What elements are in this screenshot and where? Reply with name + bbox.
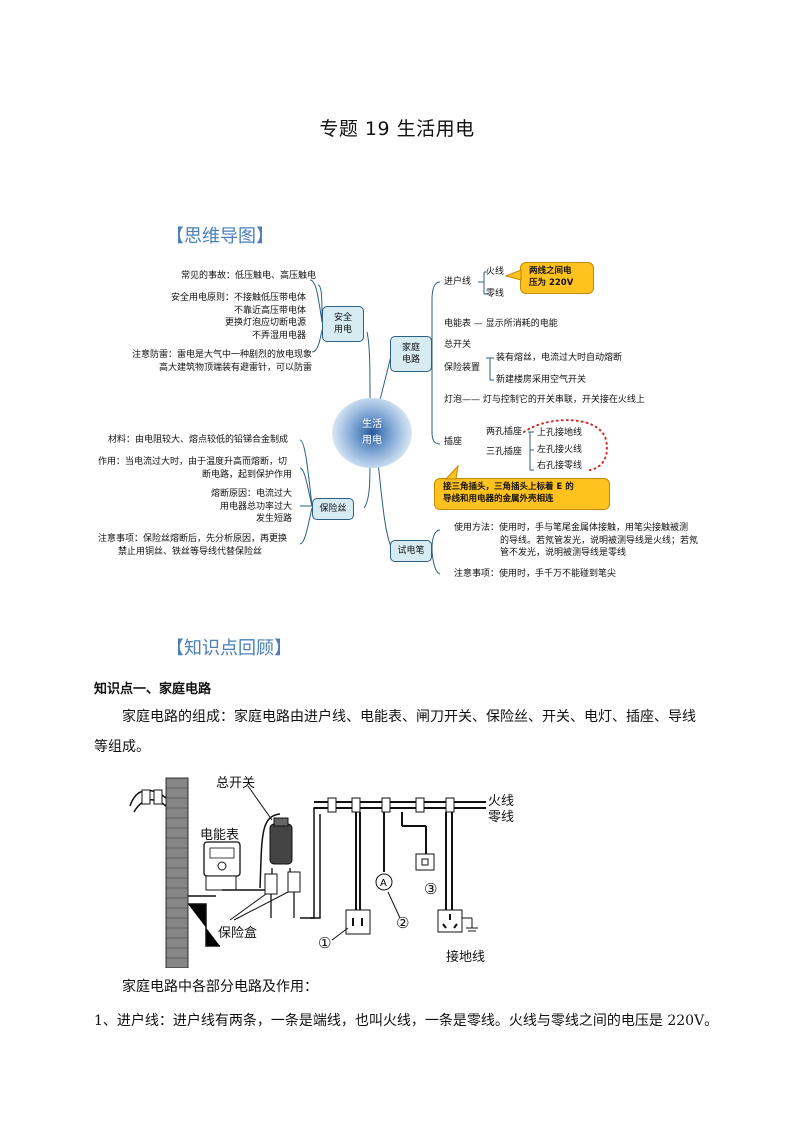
home-meter: 电能表 — 显示所消耗的电能	[444, 319, 558, 329]
plug-bubble-1: 接三角插头，三角插头上标着 E 的	[443, 482, 574, 492]
home-inlet: 进户线	[444, 277, 472, 287]
voltage-bubble-1: 两线之间电	[529, 266, 572, 276]
voltage-bubble: 两线之间电 压为 220V	[520, 262, 594, 294]
fuse-notice-2: 禁止用铜丝、铁丝等导线代替保险丝	[118, 546, 263, 557]
voltage-bubble-pointer	[504, 269, 522, 281]
review-heading: 【知识点回顾】	[166, 638, 292, 659]
diagram-main-switch-label: 总开关	[216, 776, 256, 791]
safety-lightning-1: 注意防雷：雷电是大气中一种剧烈的放电现象	[131, 350, 312, 360]
diagram-ground-label: 接地线	[446, 950, 486, 965]
safety-principle-4: 不弄湿用电器	[251, 330, 306, 341]
kp1-after: 家庭电路中各部分电路及作用：	[122, 979, 318, 995]
fuse-function: 作用：当电流过大时，由于温度升高而熔断，切 断电路，起到保护作用	[98, 456, 292, 481]
fuse-notice-1: 注意事项：保险丝熔断后，先分析原因，再更换	[98, 534, 288, 544]
home-node-line-1: 家庭	[401, 343, 420, 353]
fuse-material: 材料：由电阻较大、熔点较低的铅锑合金制成	[108, 435, 289, 445]
fuse-cause-2: 用电器总功率过大	[219, 501, 292, 512]
kp1-paragraph-line-1: 家庭电路的组成：家庭电路由进户线、电能表、闸刀开关、保险丝、开关、电灯、插座、导…	[122, 709, 696, 725]
diagram-neutral-label: 零线	[488, 810, 515, 825]
diagram-meter-label: 电能表	[200, 828, 240, 843]
home-circuit-node: 家庭 电路	[390, 336, 432, 372]
diagram-num-2: ②	[396, 914, 410, 932]
center-line-1: 生活	[362, 419, 382, 430]
fuse-notice: 注意事项：保险丝熔断后，先分析原因，再更换 禁止用铜丝、铁丝等导线代替保险丝	[98, 533, 287, 558]
diagram-live-label: 火线	[488, 794, 515, 809]
fuse-function-2: 断电路，起到保护作用	[202, 469, 293, 480]
home-upper-hole: 上孔接地线	[537, 428, 583, 438]
home-switch: 总开关	[444, 340, 472, 350]
home-two-hole: 两孔插座	[486, 427, 523, 437]
tester-usage: 使用方法：使用时，手与笔尾金属体接触，用笔尖接触被测 的导线。若氖管发光，说明被…	[454, 522, 698, 560]
tester-usage-2: 的导线。若氖管发光，说明被测导线是火线；若氖	[500, 535, 699, 546]
home-bulb: 灯泡—— 灯与控制它的开关串联，开关接在火线上	[444, 395, 645, 405]
home-neutral: 零线	[486, 289, 505, 299]
tester-usage-1: 使用方法：使用时，手与笔尾金属体接触，用笔尖接触被测	[454, 523, 689, 533]
fuse-cause: 熔断原因：电流过大 用电器总功率过大 发生短路	[211, 488, 292, 526]
fuse-cause-3: 发生短路	[255, 514, 292, 524]
mindmap-heading: 【思维导图】	[166, 226, 274, 247]
safety-principle-1: 安全用电原则：不接触低压带电体	[170, 293, 306, 303]
diagram-num-3: ③	[424, 880, 438, 898]
safety-lightning: 注意防雷：雷电是大气中一种剧烈的放电现象 高大建筑物顶端装有避雷针，可以防雷	[132, 349, 312, 374]
diagram-fuse-box-label: 保险盒	[218, 926, 258, 941]
home-left-hole: 左孔接火线	[537, 445, 583, 455]
kp1-paragraph: 家庭电路的组成：家庭电路由进户线、电能表、闸刀开关、保险丝、开关、电灯、插座、导…	[94, 702, 714, 762]
home-protect: 保险装置	[444, 363, 481, 373]
safety-principle-2: 不靠近高压带电体	[233, 305, 306, 316]
fuse-node: 保险丝	[312, 498, 354, 520]
plug-bubble-pointer	[444, 464, 459, 480]
center-line-2: 用电	[362, 435, 382, 446]
safety-lightning-2: 高大建筑物顶端装有避雷针，可以防雷	[158, 362, 312, 373]
home-node-line-2: 电路	[401, 355, 420, 365]
fuse-cause-1: 熔断原因：电流过大	[210, 489, 292, 499]
household-circuit-diagram: A	[129, 777, 486, 968]
plug-bubble: 接三角插头，三角插头上标着 E 的 导线和用电器的金属外壳相连	[434, 478, 610, 510]
home-three-hole: 三孔插座	[486, 447, 523, 457]
safety-node-line-1: 安全	[333, 313, 352, 323]
plug-bubble-2: 导线和用电器的金属外壳相连	[443, 494, 554, 504]
kp1-heading: 知识点一、家庭电路	[94, 682, 212, 697]
kp1-paragraph-line-2: 等组成。	[94, 739, 150, 755]
center-node: 生活 用电	[332, 398, 412, 468]
voltage-bubble-2: 压为 220V	[529, 278, 574, 288]
safety-node-line-2: 用电	[333, 325, 352, 335]
tester-notice: 注意事项：使用时，手千万不能碰到笔尖	[454, 569, 617, 579]
home-protect-b: 新建楼房采用空气开关	[496, 375, 587, 385]
home-live: 火线	[486, 267, 505, 277]
page-title: 专题 19 生活用电	[319, 118, 475, 140]
diagram-num-1: ①	[318, 934, 332, 952]
lamp-symbol: A	[380, 878, 387, 889]
fuse-function-1: 作用：当电流过大时，由于温度升高而熔断，切	[98, 457, 288, 467]
home-protect-a: 装有熔丝，电流过大时自动熔断	[496, 353, 623, 363]
home-right-hole: 右孔接零线	[537, 461, 583, 471]
safety-accidents: 常见的事故：低压触电、高压触电	[180, 271, 316, 281]
safety-node: 安全 用电	[322, 306, 364, 342]
kp1-item-1: 1、进户线：进户线有两条，一条是端线，也叫火线，一条是零线。火线与零线之间的电压…	[94, 1013, 719, 1029]
home-socket: 插座	[444, 437, 463, 447]
safety-principle-3: 更换灯泡应切断电源	[224, 318, 306, 328]
tester-node: 试电笔	[390, 540, 432, 562]
safety-principle: 安全用电原则：不接触低压带电体 不靠近高压带电体 更换灯泡应切断电源 不弄湿用电…	[171, 292, 306, 342]
tester-usage-3: 管不发光，说明被测导线是零线	[500, 548, 627, 558]
